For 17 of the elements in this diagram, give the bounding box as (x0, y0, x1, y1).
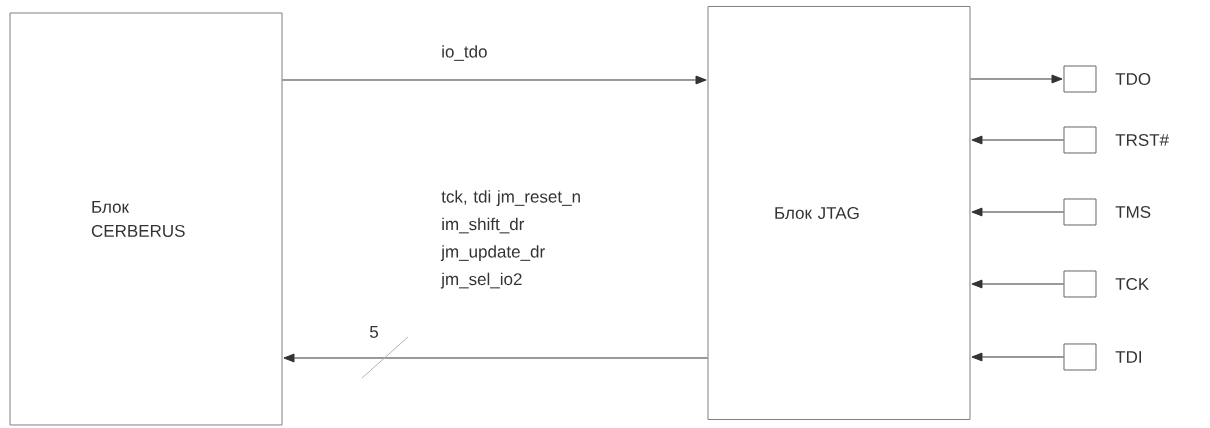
arrow (971, 352, 1064, 362)
arrow (971, 135, 1064, 145)
arrow (971, 279, 1064, 289)
bus-width-label: 5 (369, 326, 378, 338)
edge-label: tck, tdi jm_reset_n im_shift_dr jm_update_dr jm_sel_io2 (440, 190, 580, 289)
pin-label: TCK (1115, 277, 1149, 290)
arrow (971, 207, 1064, 217)
pin-label: TRST# (1115, 133, 1169, 146)
arrow (282, 75, 707, 85)
pin-label: TDI (1115, 351, 1141, 363)
arrow (970, 74, 1063, 84)
edge-label: io_tdo (442, 45, 487, 61)
arrow (283, 353, 708, 363)
pin-label: TDO (1115, 72, 1151, 85)
block-box: Блок CERBERUS (9, 12, 283, 426)
pin-label: TMS (1115, 205, 1151, 218)
block-box: Блок JTAG (707, 6, 971, 420)
